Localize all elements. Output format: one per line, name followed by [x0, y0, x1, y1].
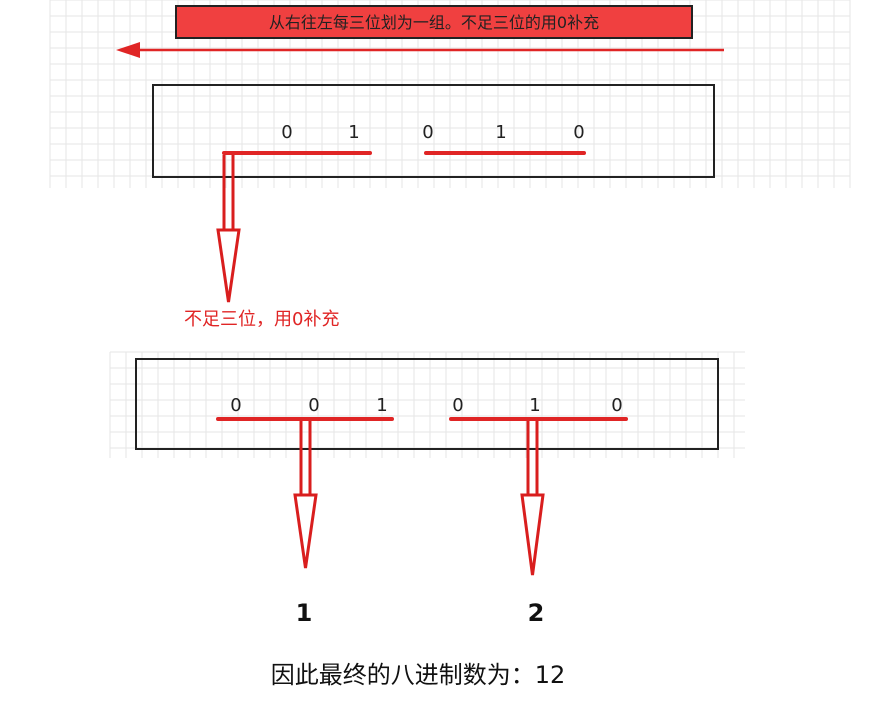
top-digit: 0: [573, 122, 584, 143]
instruction-banner-text: 从右往左每三位划为一组。不足三位的用0补充: [269, 13, 599, 32]
right-to-left-arrow: [116, 42, 724, 58]
octal-digit-group2: 2: [528, 599, 545, 627]
bottom-digit: 0: [452, 395, 463, 416]
group2-down-arrow: [520, 421, 545, 576]
pad-note-text: 不足三位，用0补充: [184, 309, 339, 330]
octal-digit-group1: 1: [296, 599, 313, 627]
top-digit: 1: [495, 122, 506, 143]
bottom-digit: 0: [308, 395, 319, 416]
bottom-binary-box: [135, 358, 719, 450]
top-binary-digits: 0 1 0 1 0: [281, 122, 584, 143]
down-arrowhead-icon: [520, 493, 545, 576]
bottom-binary-digits: 0 0 1 0 1 0: [230, 395, 622, 416]
bottom-digit: 0: [611, 395, 622, 416]
grid-background-bottom: [109, 351, 745, 458]
group1-down-arrow: [293, 421, 318, 569]
instruction-banner: [175, 5, 693, 39]
top-digit: 0: [422, 122, 433, 143]
conclusion-text: 因此最终的八进制数为：12: [271, 661, 566, 689]
top-digit: 0: [281, 122, 292, 143]
pad-down-arrow: [216, 155, 241, 303]
bottom-digit: 1: [529, 395, 540, 416]
top-digit: 1: [348, 122, 359, 143]
bottom-digit: 0: [230, 395, 241, 416]
left-arrowhead-icon: [116, 42, 140, 58]
down-arrowhead-icon: [216, 228, 241, 303]
down-arrowhead-icon: [293, 493, 318, 569]
bottom-digit: 1: [376, 395, 387, 416]
top-binary-box: [152, 84, 715, 178]
